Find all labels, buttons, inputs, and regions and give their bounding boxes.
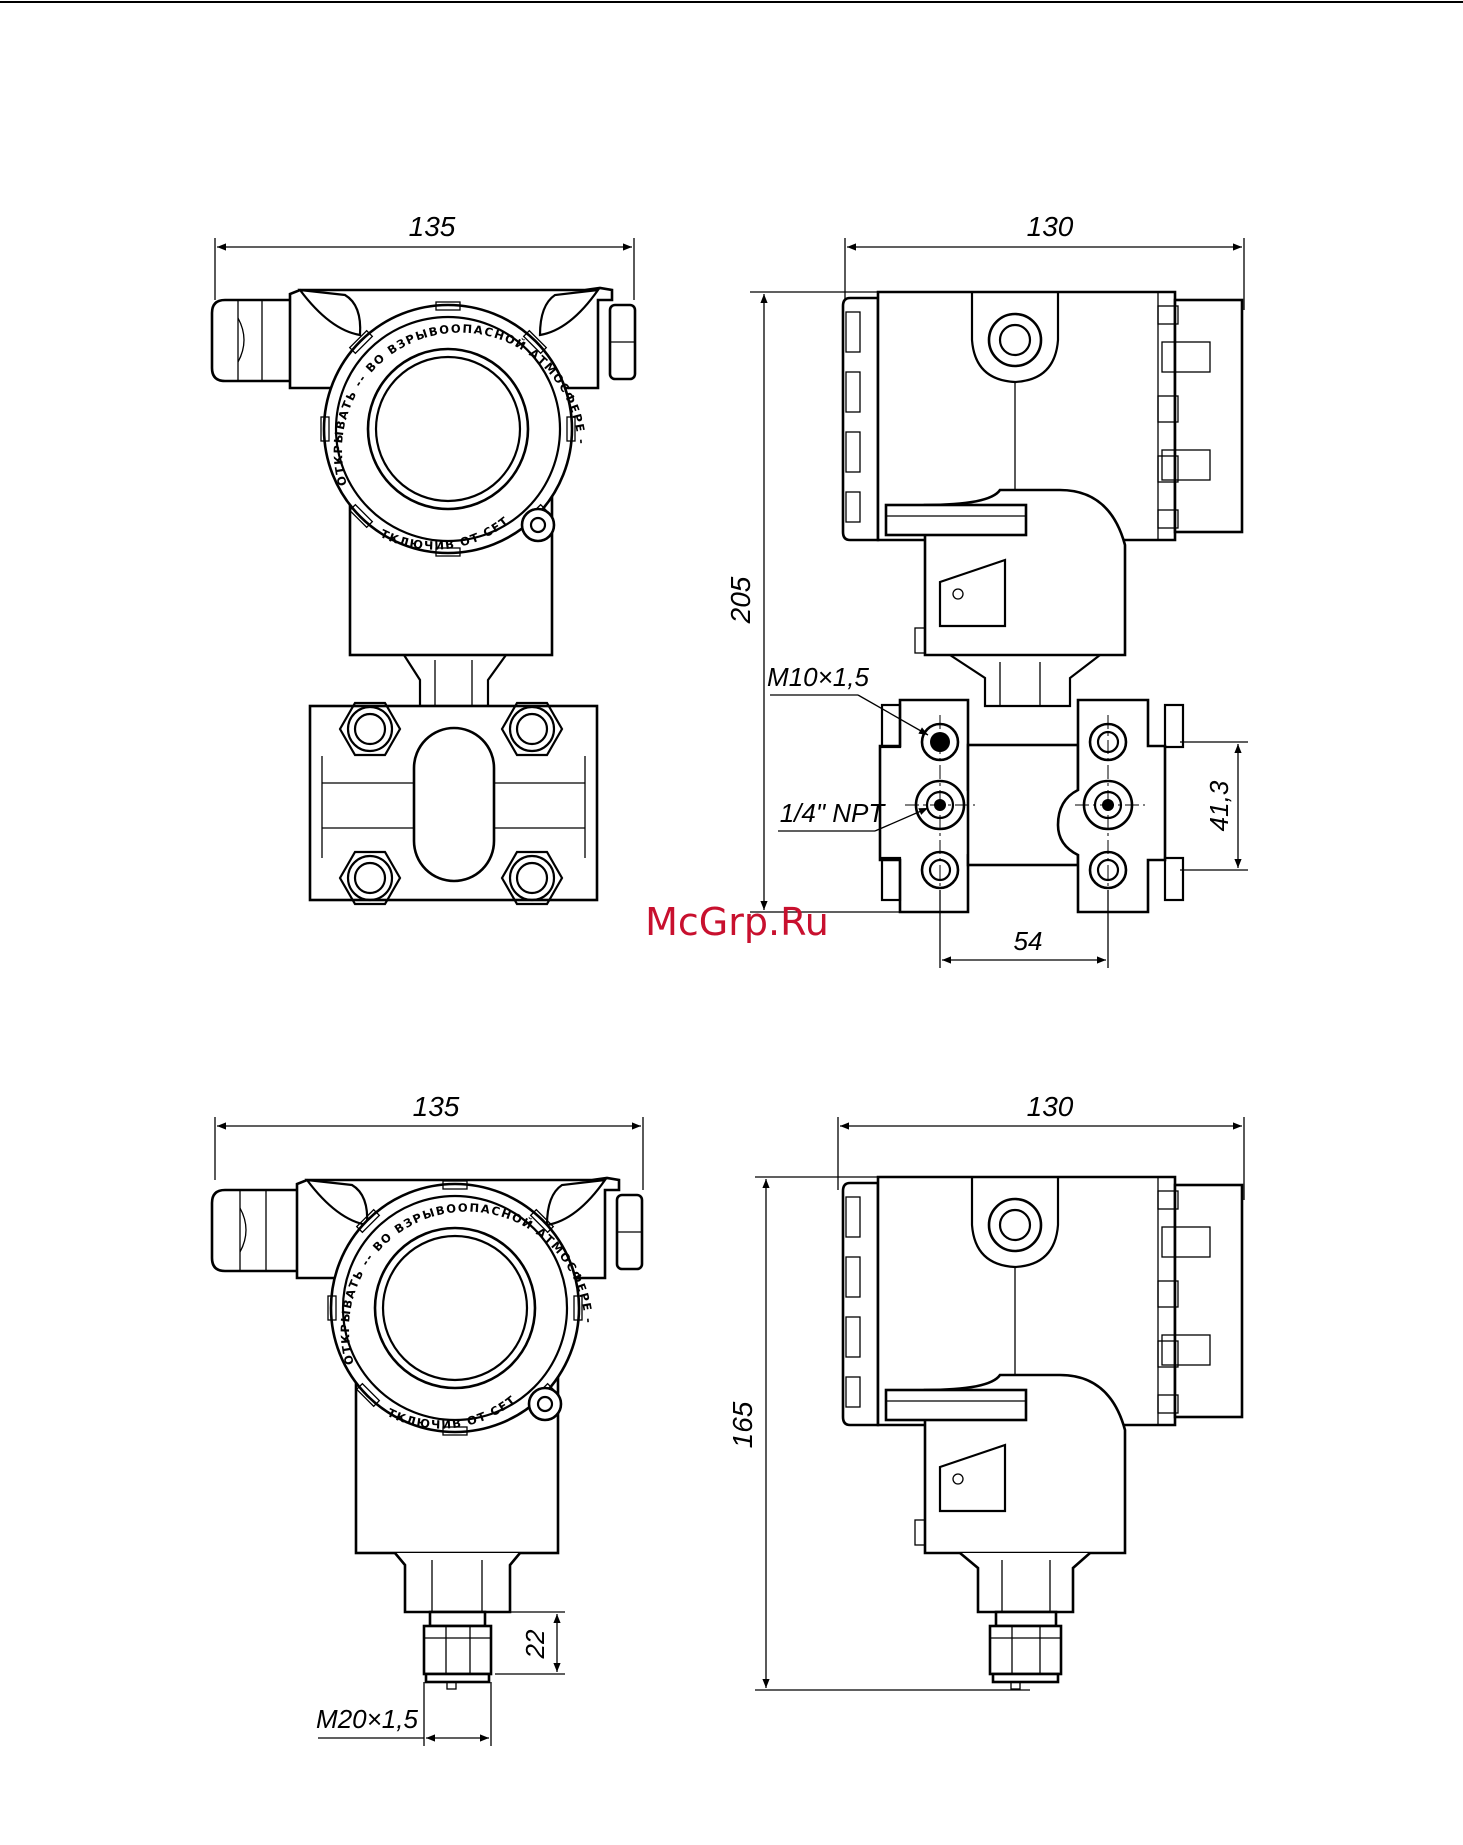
cable-gland-right-bottom xyxy=(617,1195,642,1269)
dimension-thread-m20: M20×1,5 xyxy=(316,1682,491,1746)
process-connection-side xyxy=(960,1553,1090,1689)
label-m10-thread: M10×1,5 xyxy=(767,662,869,692)
dimension-flange-pitch: 41,3 xyxy=(1180,742,1248,870)
sensor-stem xyxy=(404,655,506,706)
dim-label-130-top: 130 xyxy=(1027,211,1074,242)
dim-label-22: 22 xyxy=(520,1629,550,1659)
side-view-differential: 130 205 xyxy=(725,211,1248,968)
dim-label-41-3: 41,3 xyxy=(1204,780,1234,831)
dim-label-135-top: 135 xyxy=(409,211,456,242)
dim-label-135-bottom: 135 xyxy=(413,1091,460,1122)
process-connection-m20 xyxy=(395,1553,520,1689)
flange-oval-window xyxy=(414,728,494,881)
label-npt-port: 1/4" NPT xyxy=(780,798,887,828)
side-view-gauge: 130 165 xyxy=(727,1091,1244,1690)
process-flange-right xyxy=(1058,700,1183,912)
cover-lock-tab-bottom xyxy=(529,1388,561,1420)
dimension-fitting-22: 22 xyxy=(495,1612,565,1674)
dimension-width-front-top: 135 xyxy=(215,211,634,300)
lock-clamp xyxy=(886,505,1026,535)
cable-gland-left xyxy=(212,300,290,381)
lock-clamp-bottom xyxy=(886,1390,1026,1420)
dim-label-205: 205 xyxy=(725,576,756,624)
label-m20-thread: M20×1,5 xyxy=(316,1704,418,1734)
housing-cover-side-bottom xyxy=(843,1183,878,1425)
housing-cover-side xyxy=(843,298,878,540)
dim-label-130-bottom: 130 xyxy=(1027,1091,1074,1122)
cover-lock-tab xyxy=(522,509,554,541)
flange-block-front xyxy=(310,703,597,904)
dim-label-165: 165 xyxy=(727,1401,758,1448)
cable-gland-right xyxy=(610,305,635,379)
ground-screw xyxy=(915,628,925,653)
cable-gland-left-bottom xyxy=(212,1190,297,1271)
dimension-width-front-bottom: 135 xyxy=(215,1091,643,1190)
sensor-stem-side xyxy=(950,655,1100,706)
ground-screw-bottom xyxy=(915,1520,925,1545)
dim-label-54: 54 xyxy=(1014,926,1043,956)
cover-warning-text-upper-bottom: ОТКРЫВАТЬ -- ВО ВЗРЫВООПАСНОЙ АТМОСФЕРЕ … xyxy=(0,0,596,1366)
watermark: McGrp.Ru xyxy=(645,900,829,944)
display-cover: ОТКРЫВАТЬ -- ВО ВЗРЫВООПАСНОЙ АТМОСФЕРЕ … xyxy=(0,0,589,556)
front-view-differential: 135 xyxy=(0,0,635,904)
